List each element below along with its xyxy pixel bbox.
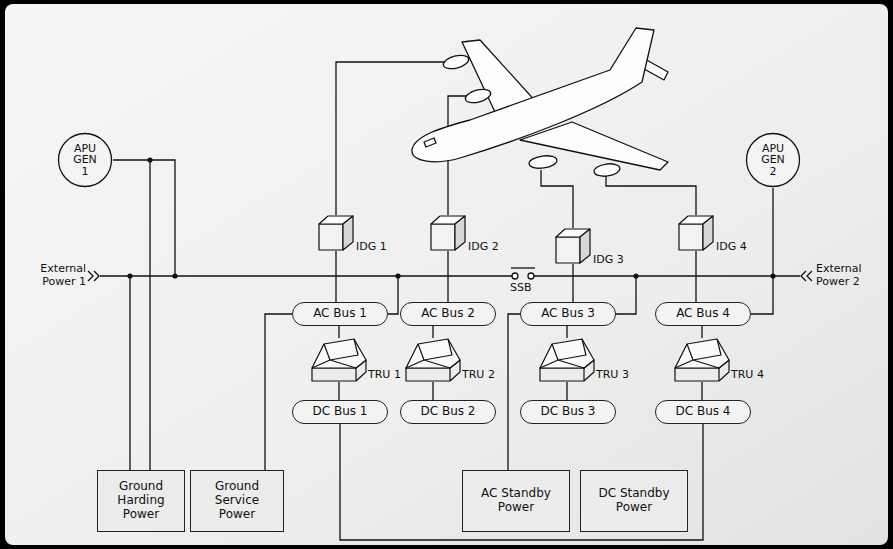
- bus-wire: [695, 251, 696, 302]
- tru-icon: [310, 338, 368, 382]
- idg-cube: [678, 215, 714, 251]
- bus-bar: DC Bus 1: [292, 400, 388, 424]
- bus-wire: [566, 382, 567, 400]
- bus-bar: AC Bus 2: [400, 302, 496, 326]
- unit-label: TRU 2: [462, 369, 495, 382]
- bus-wire: [572, 264, 573, 302]
- bus-wire: [508, 314, 520, 470]
- idg-unit: IDG 3: [555, 228, 627, 270]
- bus-bar: AC Bus 1: [292, 302, 388, 326]
- node-label: Ground Service Power: [197, 480, 277, 521]
- bus-wire: [338, 326, 339, 338]
- bus-wire: [566, 326, 567, 338]
- bus-wire: [338, 382, 339, 400]
- tru-unit: TRU 4: [673, 338, 769, 384]
- bus-wire: [447, 251, 448, 302]
- power-box: DC Standby Power: [580, 470, 688, 532]
- panel-ground: [5, 4, 888, 545]
- ssb-switch: [512, 273, 534, 279]
- node-label: AC Bus 4: [676, 307, 730, 321]
- node-label: AC Bus 2: [421, 307, 475, 321]
- node-label: APU GEN 1: [69, 143, 101, 178]
- unit-label: IDG 1: [356, 241, 387, 254]
- tru-icon: [673, 338, 731, 382]
- bus-bar: AC Bus 4: [655, 302, 751, 326]
- bus-wire: [265, 314, 292, 470]
- tru-unit: TRU 3: [538, 338, 634, 384]
- unit-label: TRU 4: [731, 369, 764, 382]
- node-label: DC Bus 4: [676, 405, 731, 419]
- idg-cube: [430, 215, 466, 251]
- idg-unit: IDG 2: [430, 215, 502, 257]
- bus-bar: AC Bus 3: [520, 302, 616, 326]
- node-label: DC Bus 1: [313, 405, 368, 419]
- node-label: DC Bus 2: [421, 405, 476, 419]
- idg-unit: IDG 1: [318, 215, 390, 257]
- bus-lines: [88, 62, 812, 470]
- unit-label: TRU 1: [368, 369, 401, 382]
- bus-wire: [432, 326, 433, 338]
- bus-wire: [335, 251, 336, 302]
- bus-wire: [701, 326, 702, 338]
- node-label: APU GEN 2: [757, 143, 789, 178]
- idg-cube: [318, 215, 354, 251]
- generator-circle: APU GEN 1: [57, 132, 113, 188]
- unit-label: IDG 3: [593, 254, 624, 267]
- junction-dots: [127, 157, 775, 278]
- switch-label: SSB: [510, 282, 550, 295]
- node-label: AC Standby Power: [469, 487, 563, 515]
- generator-circle: APU GEN 2: [745, 132, 801, 188]
- bus-wire: [751, 188, 773, 314]
- node-label: AC Bus 1: [313, 307, 367, 321]
- power-inlet-label: External Power 2: [816, 263, 880, 288]
- unit-label: TRU 3: [596, 369, 629, 382]
- node-label: DC Standby Power: [587, 487, 681, 515]
- idg-unit: IDG 4: [678, 215, 750, 257]
- node-label: DC Bus 3: [541, 405, 596, 419]
- unit-label: IDG 4: [716, 241, 747, 254]
- aircraft-illustration: [412, 28, 668, 178]
- tru-icon: [404, 338, 462, 382]
- bus-bar: DC Bus 4: [655, 400, 751, 424]
- tru-unit: TRU 1: [310, 338, 406, 384]
- tru-icon: [538, 338, 596, 382]
- idg-cube: [555, 228, 591, 264]
- bus-wire: [113, 160, 150, 470]
- bus-wire: [340, 424, 703, 540]
- node-label: Ground Harding Power: [104, 480, 178, 521]
- bus-bar: DC Bus 3: [520, 400, 616, 424]
- bus-bar: DC Bus 2: [400, 400, 496, 424]
- power-inlet-label: External Power 1: [24, 263, 86, 288]
- bus-wire: [432, 382, 433, 400]
- power-box: AC Standby Power: [462, 470, 570, 532]
- bus-wire: [701, 382, 702, 400]
- node-label: AC Bus 3: [541, 307, 595, 321]
- power-box: Ground Harding Power: [97, 470, 185, 532]
- tru-unit: TRU 2: [404, 338, 500, 384]
- unit-label: IDG 2: [468, 241, 499, 254]
- power-box: Ground Service Power: [190, 470, 284, 532]
